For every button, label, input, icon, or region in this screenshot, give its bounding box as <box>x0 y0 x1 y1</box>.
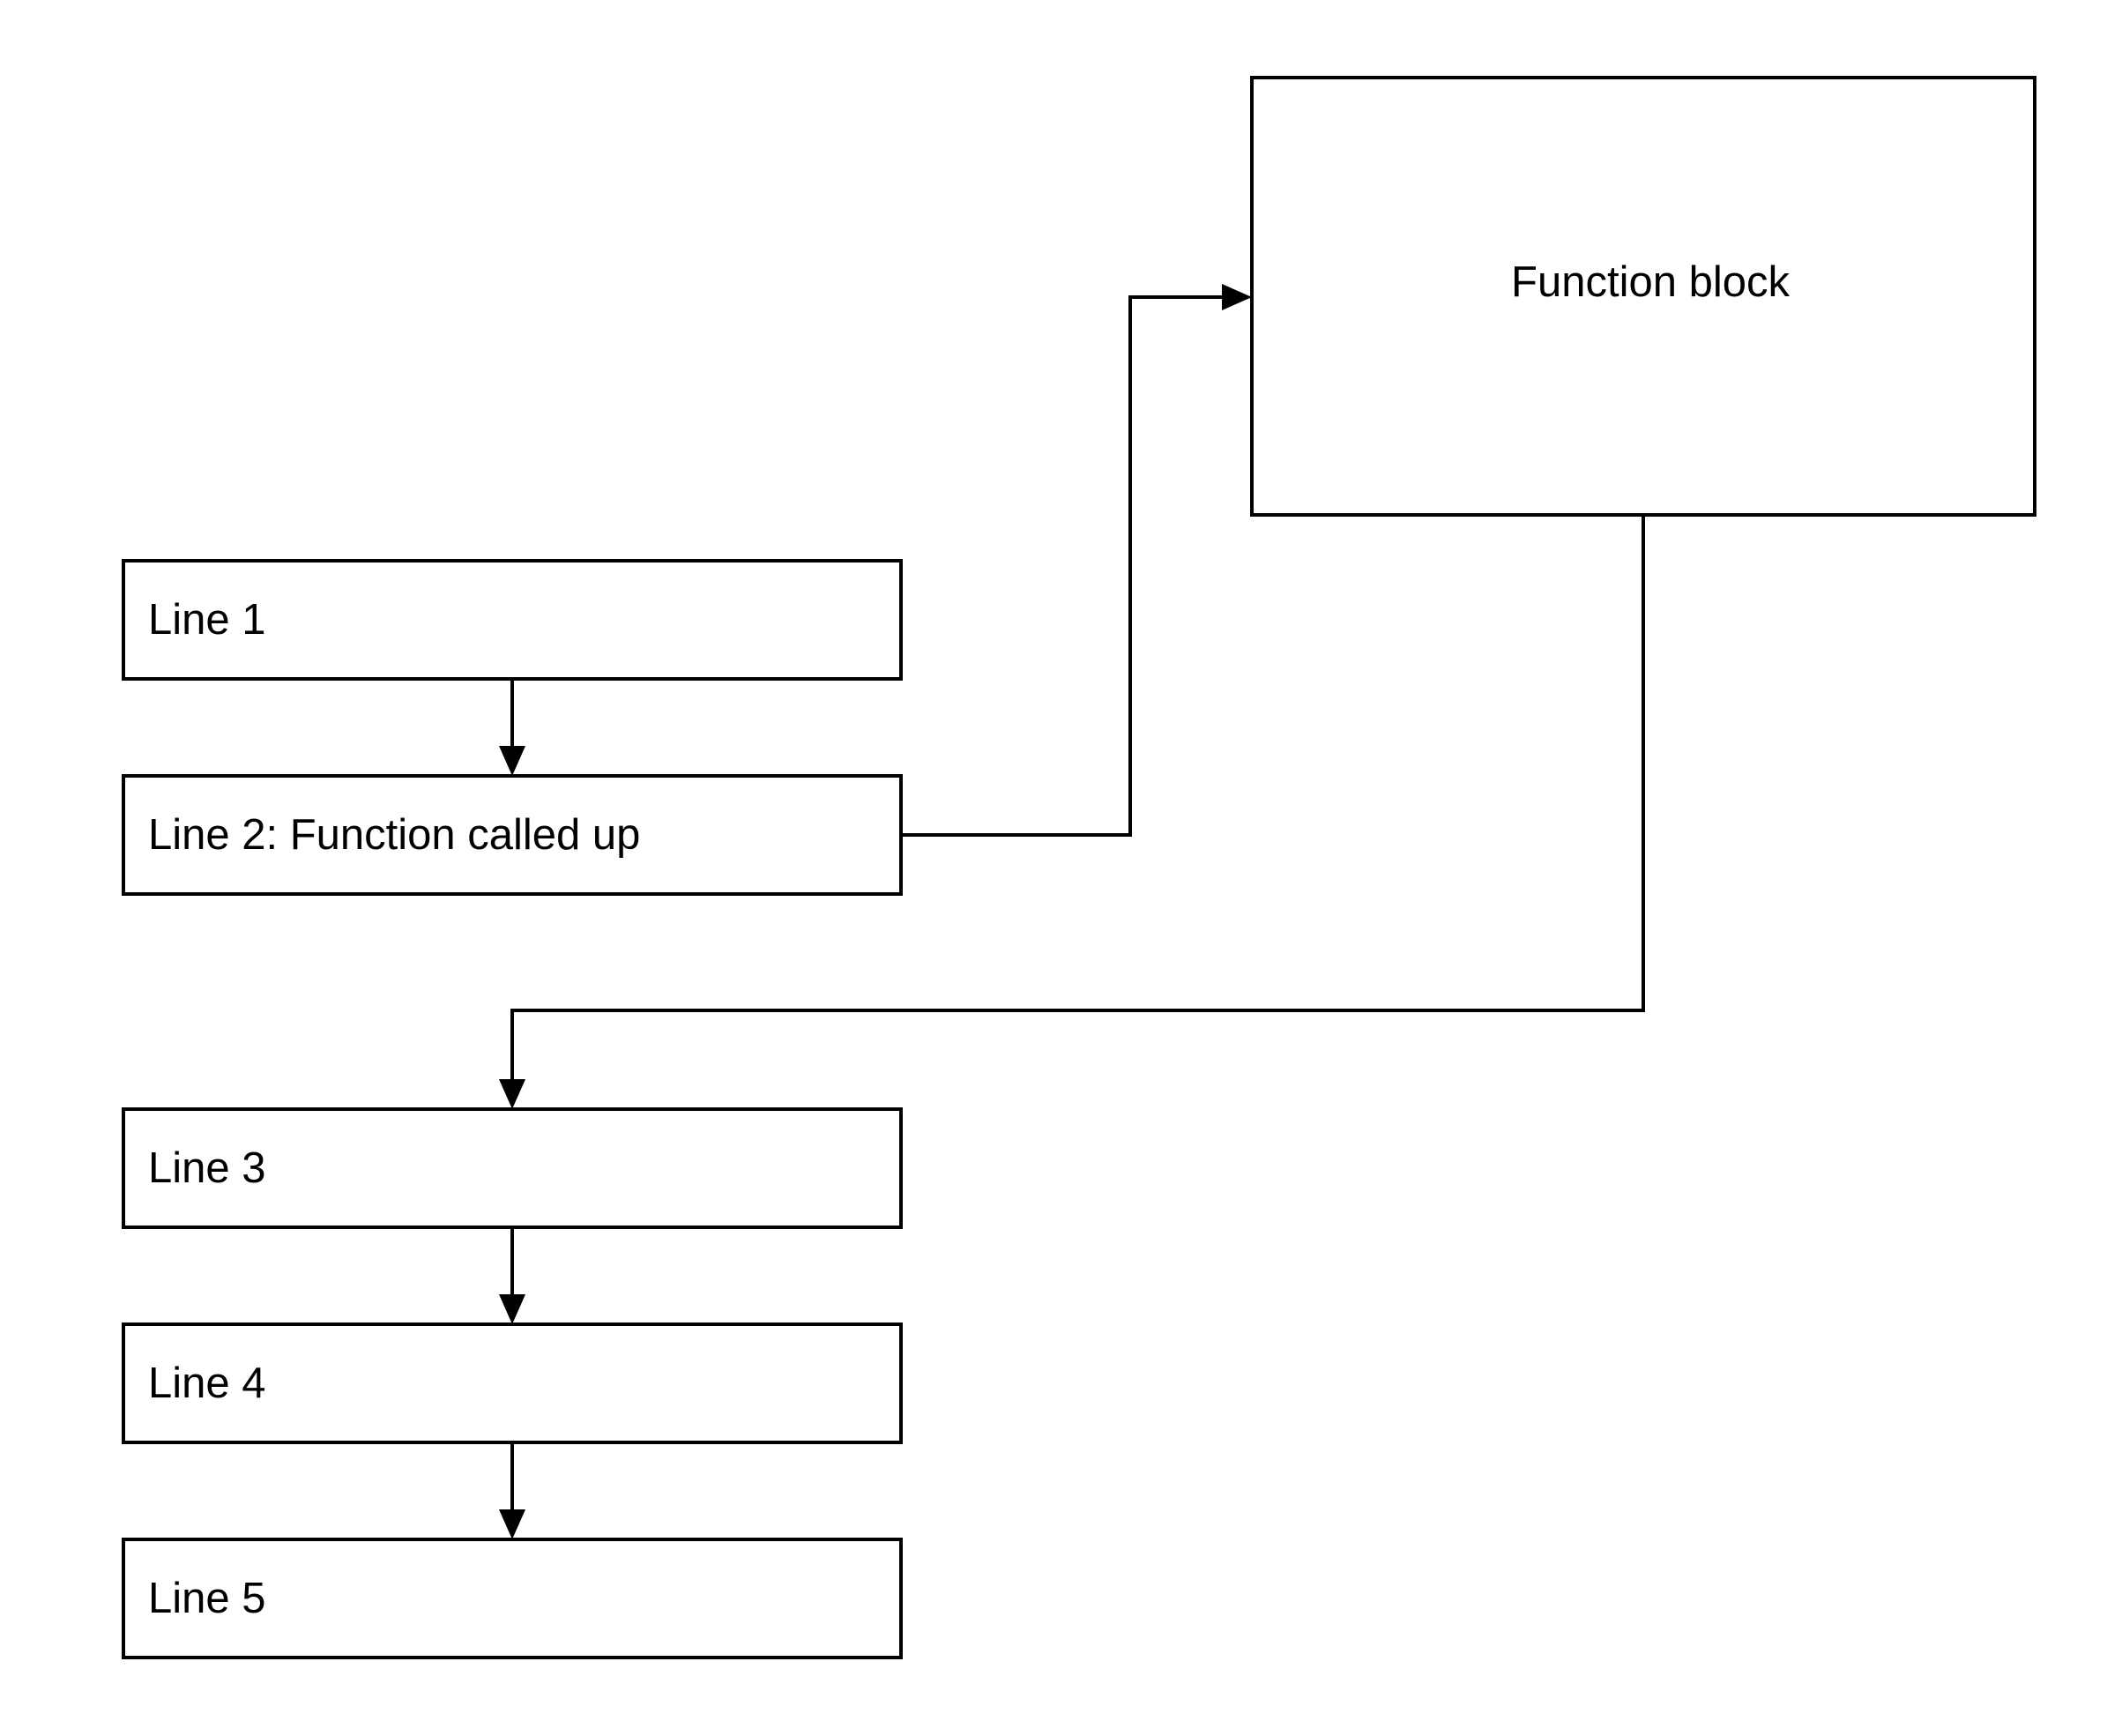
arrow-line1-to-line2 <box>499 679 525 776</box>
line-5-label: Line 5 <box>148 1575 266 1622</box>
arrow-line3-to-line4 <box>499 1227 525 1324</box>
function-block-label: Function block <box>1511 258 1790 306</box>
line-2-label: Line 2: Function called up <box>148 811 640 859</box>
arrow-line4-to-line5 <box>499 1442 525 1539</box>
arrow-line2-to-function-block <box>901 284 1252 837</box>
function-block-node: Function block <box>1250 76 2036 517</box>
line-4-node: Line 4 <box>122 1322 903 1444</box>
line-2-node: Line 2: Function called up <box>122 774 903 896</box>
line-5-node: Line 5 <box>122 1538 903 1659</box>
line-3-label: Line 3 <box>148 1144 266 1192</box>
line-4-label: Line 4 <box>148 1360 266 1407</box>
line-1-label: Line 1 <box>148 596 266 644</box>
line-1-node: Line 1 <box>122 559 903 681</box>
line-3-node: Line 3 <box>122 1107 903 1229</box>
arrow-function-block-to-line3 <box>499 515 1645 1109</box>
